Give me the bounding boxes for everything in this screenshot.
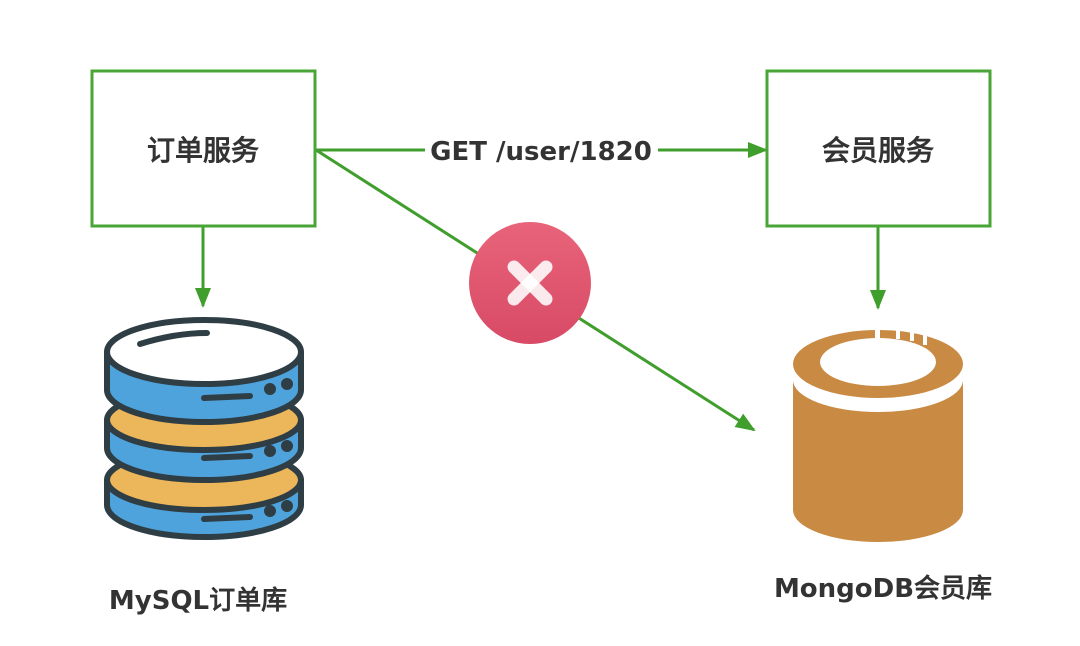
order-service-node[interactable]: 订单服务 bbox=[90, 69, 317, 228]
member-service-node[interactable]: 会员服务 bbox=[765, 69, 992, 228]
edge-order-to-member: GET /user/1820 bbox=[316, 137, 768, 167]
mongo-db-label: MongoDB会员库 bbox=[774, 574, 992, 604]
member-service-label: 会员服务 bbox=[822, 134, 934, 167]
error-x-icon bbox=[469, 222, 591, 344]
edge-label-get-user: GET /user/1820 bbox=[430, 137, 652, 167]
mysql-db-label: MySQL订单库 bbox=[109, 586, 287, 616]
database-stack-icon bbox=[104, 317, 304, 540]
order-service-label: 订单服务 bbox=[147, 134, 259, 167]
mongodb-cylinder-icon bbox=[793, 325, 963, 542]
